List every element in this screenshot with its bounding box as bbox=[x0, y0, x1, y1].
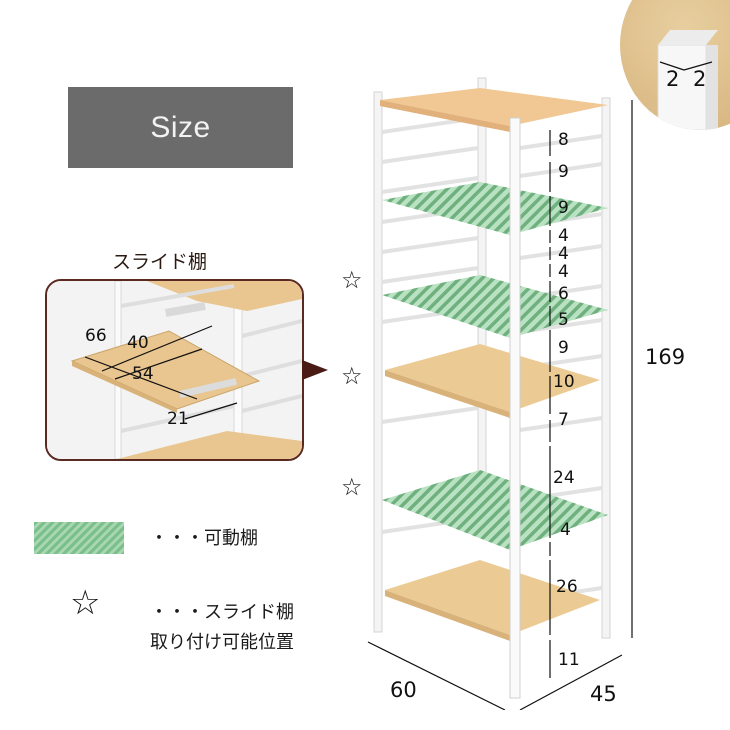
slide-depth-total: 66 bbox=[85, 326, 107, 346]
gap-2: 9 bbox=[558, 162, 569, 182]
gap-1: 8 bbox=[558, 130, 569, 150]
movable-shelf-swatch bbox=[34, 522, 124, 554]
slide-length: 54 bbox=[132, 364, 154, 384]
slide-width: 40 bbox=[127, 333, 149, 353]
gap-10: 10 bbox=[553, 372, 575, 392]
gap-9: 9 bbox=[558, 338, 569, 358]
rack-illustration bbox=[367, 77, 633, 710]
gap-4: 4 bbox=[558, 226, 569, 246]
slide-position-line-2: 取り付け可能位置 bbox=[150, 632, 294, 653]
post-depth: 2 bbox=[693, 67, 707, 91]
gap-11: 7 bbox=[558, 410, 569, 430]
post-width: 2 bbox=[666, 67, 680, 91]
slide-position-star-2: ☆ bbox=[341, 362, 363, 390]
slide-position-legend: ・・・スライド棚 取り付け可能位置 bbox=[150, 598, 294, 658]
slide-shelf-detail: 66 40 54 21 bbox=[45, 279, 304, 461]
total-depth: 45 bbox=[590, 682, 617, 706]
gap-6: 4 bbox=[558, 262, 569, 282]
slide-position-line-1: ・・・スライド棚 bbox=[150, 602, 294, 623]
size-header: Size bbox=[68, 87, 293, 168]
post-cap-illustration bbox=[657, 30, 718, 130]
gap-15: 11 bbox=[558, 650, 580, 670]
slide-position-star-1: ☆ bbox=[341, 266, 363, 294]
gap-13: 4 bbox=[560, 520, 571, 540]
slide-rail-extension: 21 bbox=[167, 409, 189, 429]
total-width: 60 bbox=[390, 678, 417, 702]
slide-position-star-3: ☆ bbox=[341, 473, 363, 501]
slide-shelf-title: スライド棚 bbox=[112, 251, 208, 273]
gap-12: 24 bbox=[553, 468, 575, 488]
movable-shelf-legend: ・・・可動棚 bbox=[150, 528, 258, 549]
gap-3: 9 bbox=[558, 198, 569, 218]
gap-5: 4 bbox=[558, 244, 569, 264]
gap-14: 26 bbox=[556, 577, 578, 597]
gap-7: 6 bbox=[558, 284, 569, 304]
size-title: Size bbox=[150, 110, 211, 144]
gap-8: 5 bbox=[558, 310, 569, 330]
star-icon: ☆ bbox=[70, 583, 101, 623]
slide-shelf-illustration bbox=[47, 281, 302, 459]
callout-pointer bbox=[302, 360, 328, 380]
total-height: 169 bbox=[645, 345, 686, 369]
